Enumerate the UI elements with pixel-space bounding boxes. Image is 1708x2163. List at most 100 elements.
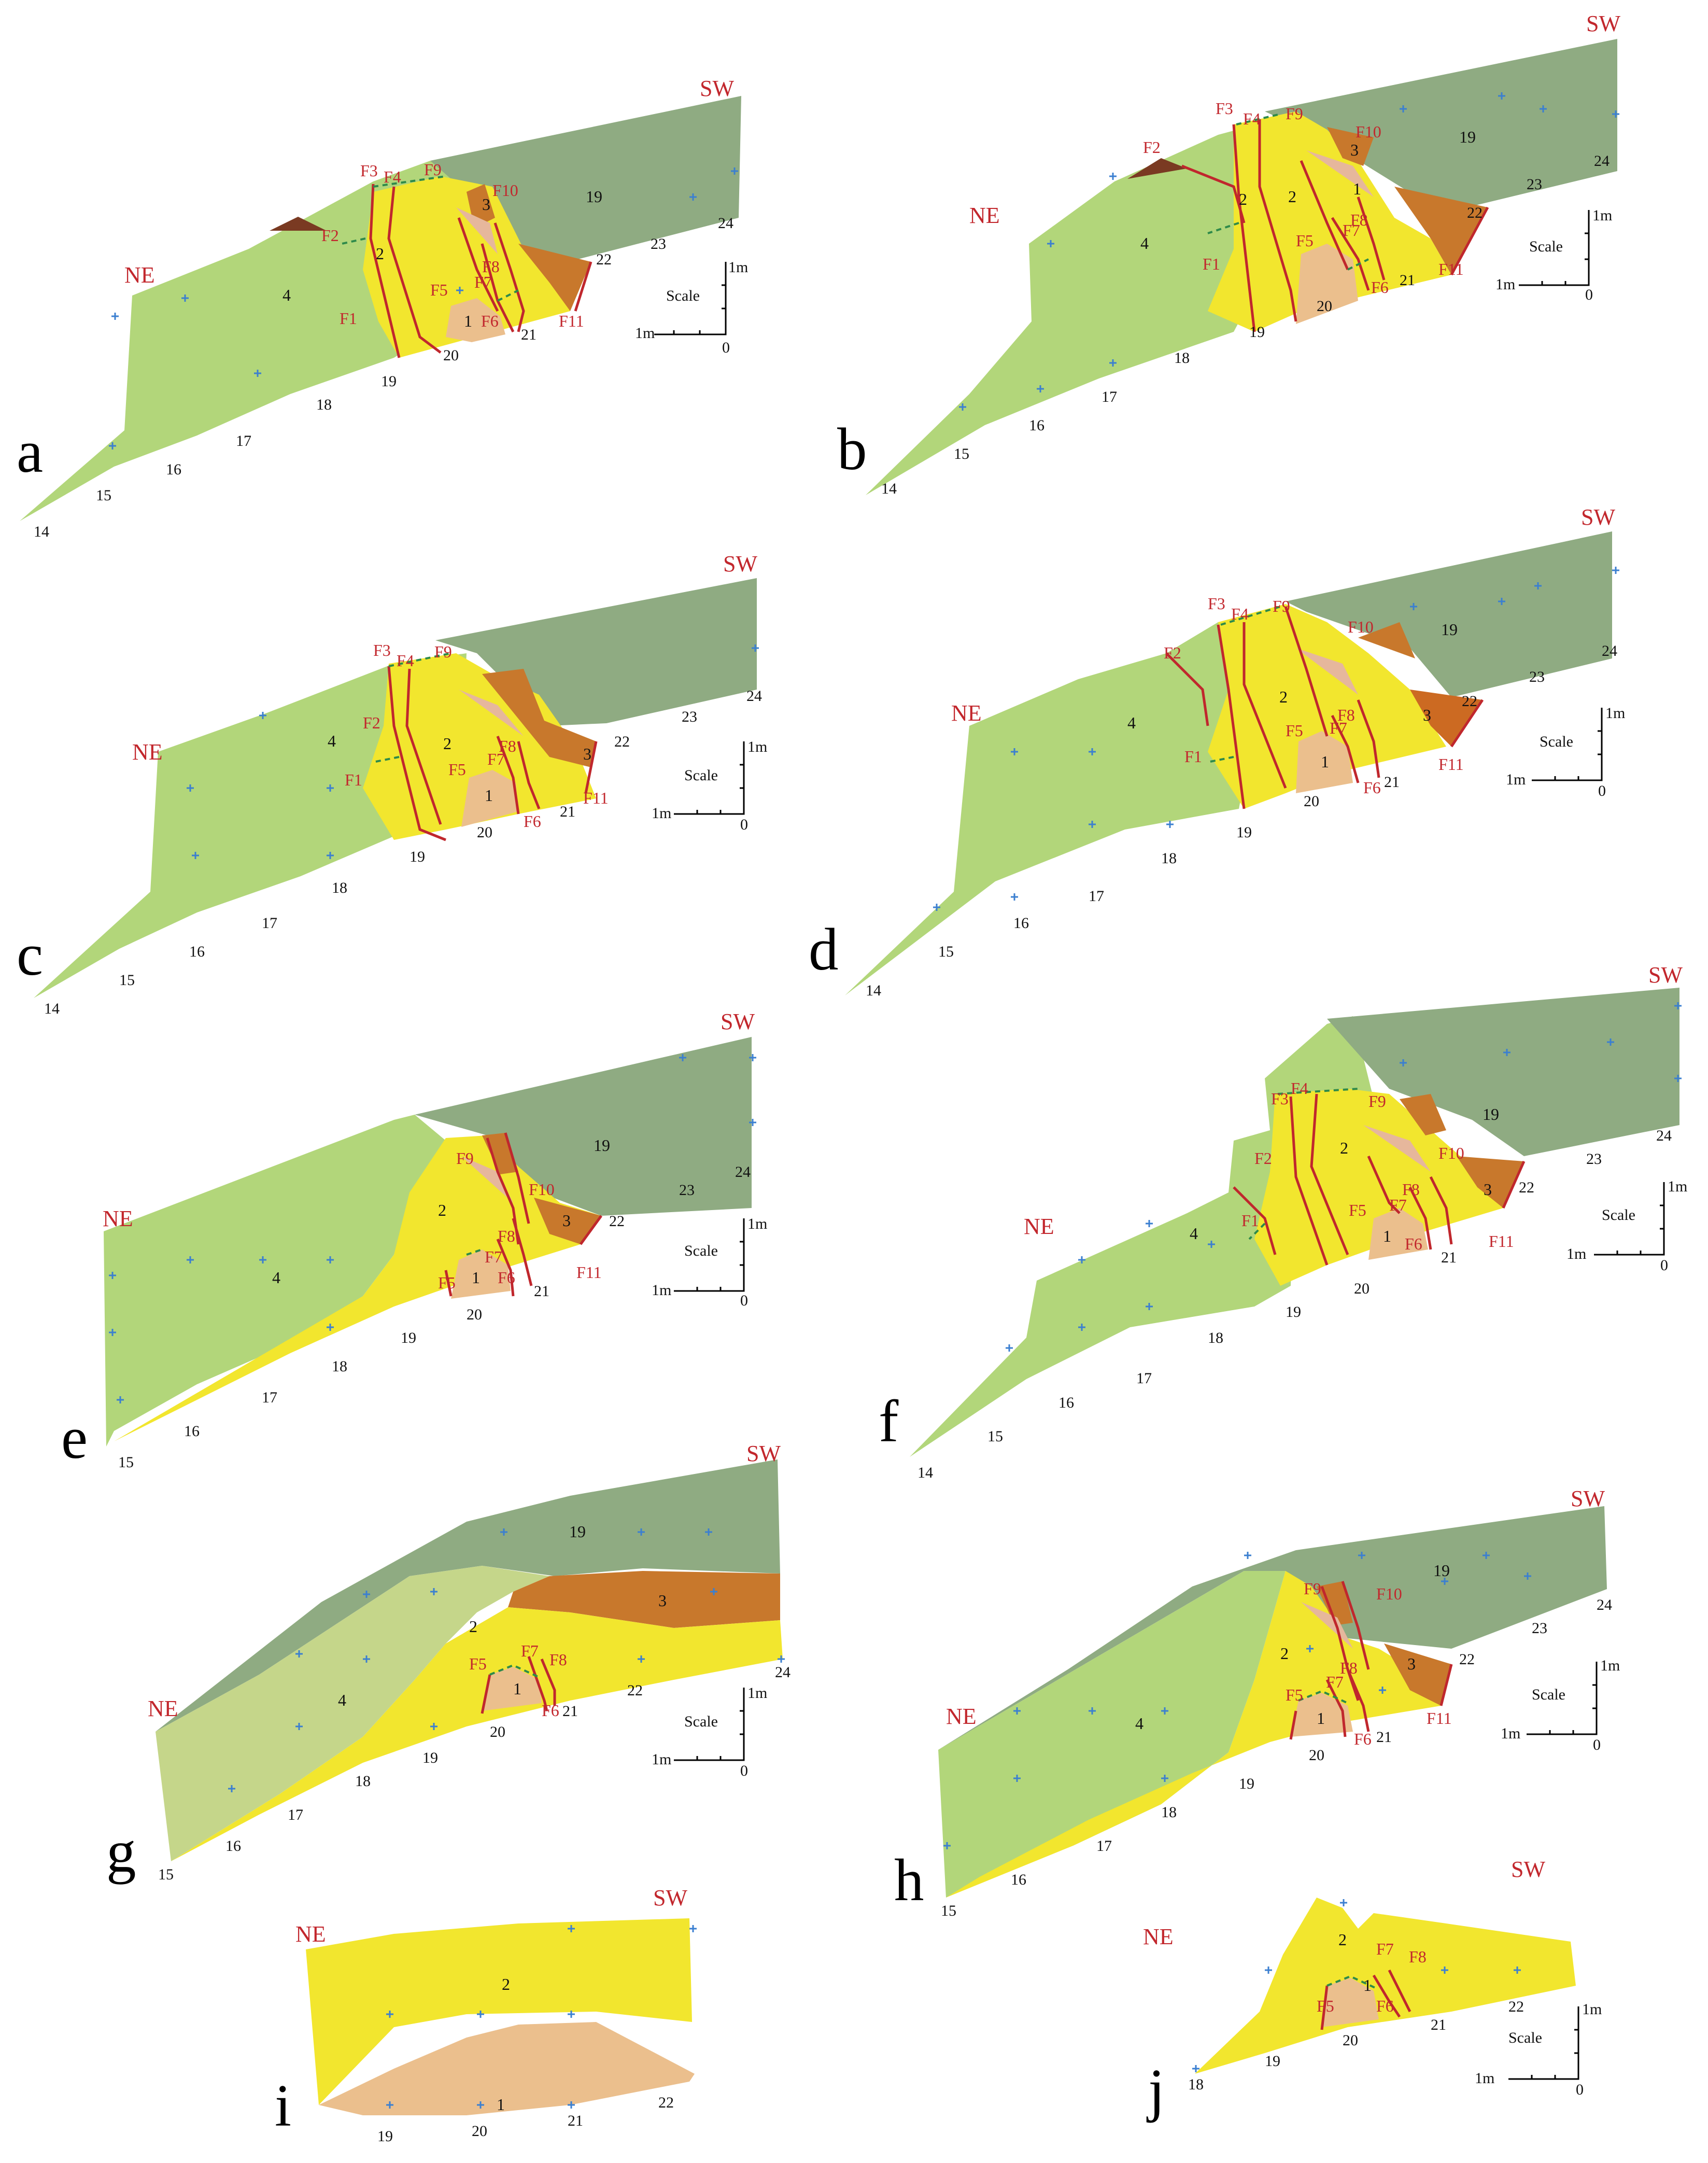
survey-marks: [933, 567, 1619, 911]
panel-letter: g: [106, 1819, 136, 1885]
fault-label: F3: [1208, 594, 1225, 613]
unit-label: 1: [464, 312, 472, 330]
unit-label: 19: [1483, 1105, 1499, 1123]
point-label: 18: [1208, 1329, 1223, 1346]
unit-2-area: [363, 176, 570, 358]
fault-label: F11: [1438, 260, 1464, 278]
lens: [1306, 150, 1374, 197]
sw-label: SW: [653, 1885, 687, 1911]
point-label: 16: [166, 461, 181, 478]
svg-text:0: 0: [1576, 2081, 1584, 2098]
unit-label: 4: [328, 732, 336, 750]
fault-label: F6: [1363, 778, 1381, 797]
fault-label: F2: [363, 713, 380, 732]
unit-label: 4: [338, 1691, 346, 1709]
point-label: 21: [1384, 774, 1400, 791]
unit-2-area: [946, 1571, 1451, 1898]
panel-i: i NE SW 1 2 19 20 21 22: [275, 1885, 697, 2145]
fault-label: F1: [345, 770, 362, 789]
ne-label: NE: [132, 739, 163, 765]
panel-letter: j: [1146, 2057, 1165, 2123]
point-label: 17: [1102, 388, 1117, 405]
point-label: 22: [614, 733, 630, 750]
svg-text:Scale: Scale: [1508, 2029, 1542, 2046]
fault-label: F1: [1184, 747, 1202, 766]
point-label: 23: [682, 708, 697, 725]
survey-marks: [109, 1054, 756, 1403]
point-label: 16: [225, 1837, 241, 1855]
unit-1-area: [1296, 244, 1358, 324]
fault-label: F9: [424, 160, 442, 179]
fault-label: F7: [521, 1641, 539, 1660]
survey-marks: [187, 644, 759, 859]
point-label: 23: [1527, 176, 1542, 193]
fault-label: F8: [1350, 210, 1368, 229]
point-label: 20: [1309, 1747, 1324, 1764]
point-label: 21: [1400, 272, 1415, 289]
point-label: 24: [1656, 1127, 1672, 1144]
svg-text:Scale: Scale: [1602, 1206, 1635, 1224]
svg-text:0: 0: [740, 1292, 748, 1309]
unit-label: 3: [658, 1591, 667, 1610]
cap-lens: [1127, 158, 1187, 179]
fault-trace: [387, 666, 598, 841]
point-label: 18: [1188, 2076, 1204, 2093]
point-label: 20: [1354, 1280, 1370, 1297]
unit-label: 3: [482, 195, 490, 214]
scale-bar: Scale 1m 1m 0: [635, 259, 748, 356]
point-label: 20: [443, 347, 459, 364]
unit-2-area: [363, 653, 596, 840]
scale-bar: Scale 1m 1m 0: [652, 1215, 767, 1309]
panel-letter: b: [837, 416, 867, 482]
unit-19-area: [156, 1459, 780, 1732]
svg-text:1m: 1m: [1501, 1725, 1520, 1742]
point-label: 17: [236, 432, 251, 450]
unit-4-area: [938, 1571, 1286, 1898]
point-label: 17: [1096, 1837, 1112, 1855]
point-label: 20: [477, 824, 492, 841]
unit-19-area: [1286, 531, 1612, 697]
unit-label: 4: [1190, 1224, 1198, 1243]
fault-trace: [1181, 119, 1489, 332]
fault-label: F5: [1286, 721, 1303, 740]
lens: [461, 1156, 513, 1203]
unit-3-area: [1400, 1094, 1446, 1135]
fault-label: F6: [1371, 278, 1389, 297]
fault-label: F5: [1286, 1686, 1303, 1704]
unit-3-lower: [1457, 1156, 1524, 1208]
fault-label: F5: [438, 1273, 456, 1292]
unit-2-area: [171, 1607, 783, 1861]
fault-label: F5: [448, 760, 466, 779]
point-label: 14: [44, 1000, 60, 1017]
unit-label: 19: [1433, 1561, 1450, 1580]
unit-label: 2: [469, 1617, 477, 1636]
fault-label: F8: [482, 257, 500, 276]
panel-e: e NE SW F5 F6 F7 F8 F9 F10 F11 1 2 3 4 1…: [61, 1009, 767, 1471]
point-label: 15: [938, 943, 954, 960]
fault-label: F2: [1143, 138, 1161, 157]
fault-label: F9: [434, 642, 452, 661]
unit-2-area: [1208, 604, 1446, 809]
unit-19-area: [1327, 988, 1679, 1156]
point-label: 16: [1029, 417, 1044, 434]
fault-label: F9: [1273, 597, 1290, 615]
unit-label: 2: [1239, 190, 1247, 208]
unit-3-area: [518, 244, 591, 311]
unit-label: 2: [1340, 1139, 1348, 1157]
unit-2-area: [1195, 1898, 1576, 2074]
svg-text:1m: 1m: [1566, 1245, 1586, 1262]
unit-1-area: [461, 770, 518, 827]
panel-letter: i: [275, 2073, 291, 2139]
unit-19-area: [938, 1506, 1607, 1750]
fault-label: F3: [1271, 1089, 1289, 1108]
unit-label: 19: [1441, 620, 1458, 639]
svg-text:0: 0: [1598, 782, 1606, 799]
contact: [466, 1248, 483, 1256]
point-label: 15: [954, 445, 969, 462]
fault-label: F3: [1216, 99, 1233, 118]
survey-marks: [943, 1552, 1531, 1849]
fault-label: F1: [340, 309, 357, 328]
fault-label: F7: [1376, 1940, 1394, 1958]
fault-label: F2: [1164, 643, 1181, 662]
